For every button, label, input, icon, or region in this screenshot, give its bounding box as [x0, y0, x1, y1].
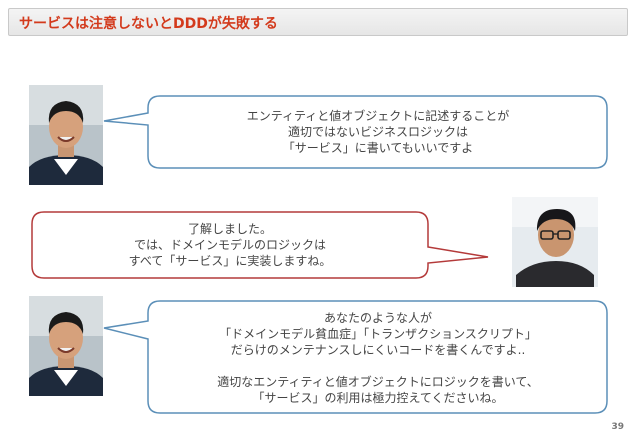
speech-line: すべて「サービス」に実装しますね。 [128, 254, 332, 268]
speech-bubble-3 [103, 300, 608, 414]
speech-line: エンティティと値オブジェクトに記述することが [246, 109, 510, 123]
glasses-man-avatar [512, 197, 598, 287]
speech-line: 了解しました。 [187, 222, 272, 236]
smiling-man-avatar [29, 85, 103, 185]
speech-line: 適切なエンティティと値オブジェクトにロジックを書いて、 [217, 375, 539, 389]
speech-line [150, 358, 606, 374]
speech-line: では、ドメインモデルのロジックは [133, 238, 326, 252]
speech-line: 「ドメインモデル貧血症」「トランザクションスクリプト」 [219, 327, 537, 341]
slide-title-bar: サービスは注意しないとDDDが失敗する [8, 8, 628, 36]
speech-bubble-1 [103, 95, 608, 169]
speech-bubble-3-text: あなたのような人が 「ドメインモデル貧血症」「トランザクションスクリプト」 だら… [150, 310, 606, 406]
speech-line: あなたのような人が [323, 311, 432, 325]
slide-title: サービスは注意しないとDDDが失敗する [19, 16, 278, 32]
speech-bubble-2 [31, 211, 489, 279]
page-number: 39 [611, 422, 624, 432]
speech-line: だらけのメンテナンスしにくいコードを書くんですよ.. [230, 343, 526, 357]
speech-line: 「サービス」の利用は極力控えてくださいね。 [252, 391, 504, 405]
speech-bubble-1-text: エンティティと値オブジェクトに記述することが 適切ではないビジネスロジックは 「… [150, 108, 606, 156]
speech-bubble-2-text: 了解しました。 では、ドメインモデルのロジックは すべて「サービス」に実装します… [34, 221, 426, 269]
smiling-man-avatar [29, 296, 103, 396]
speech-line: 適切ではないビジネスロジックは [287, 125, 468, 139]
speech-line: 「サービス」に書いてもいいですよ [282, 141, 474, 155]
